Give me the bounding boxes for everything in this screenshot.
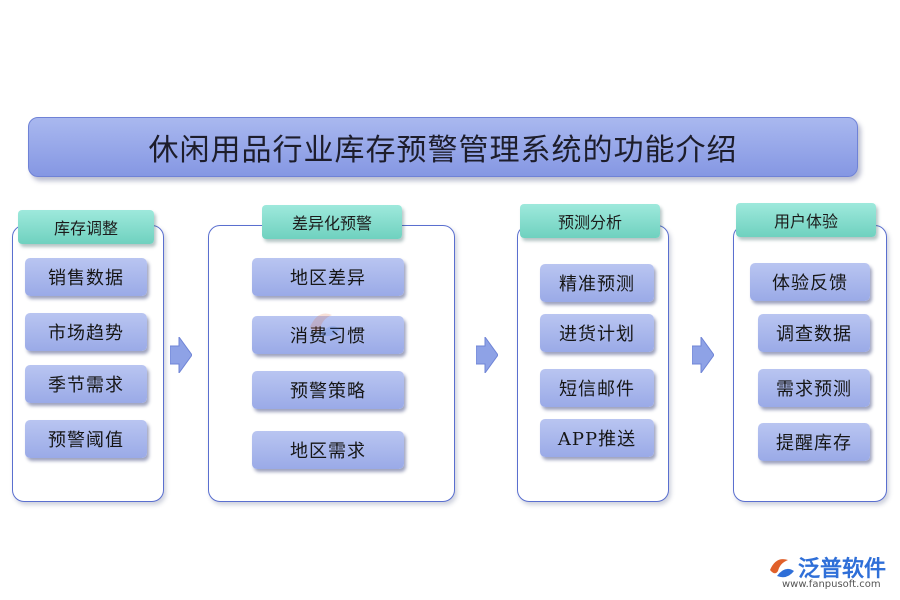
column-1-item-4: 预警阈值 <box>25 420 147 458</box>
column-1-item-3: 季节需求 <box>25 365 147 403</box>
column-2-item-4: 地区需求 <box>252 431 404 469</box>
column-header-3: 预测分析 <box>520 204 660 238</box>
column-3-item-4: APP推送 <box>540 419 654 457</box>
brand-url: www.fanpusoft.com <box>782 579 881 590</box>
column-4-item-3: 需求预测 <box>758 369 870 407</box>
column-3-item-3: 短信邮件 <box>540 369 654 407</box>
flow-arrow-1 <box>170 337 192 373</box>
brand-name: 泛普软件 <box>798 557 887 582</box>
column-4-item-4: 提醒库存 <box>758 423 870 461</box>
title-banner: 休闲用品行业库存预警管理系统的功能介绍 <box>28 117 858 177</box>
watermark-logo-icon <box>310 313 340 337</box>
flow-arrow-2 <box>476 337 498 373</box>
column-4-item-2: 调查数据 <box>758 314 870 352</box>
brand-logo-icon <box>770 559 794 578</box>
column-2-item-2: 消费习惯 <box>252 316 404 354</box>
column-3-item-2: 进货计划 <box>540 314 654 352</box>
column-header-4: 用户体验 <box>736 203 876 237</box>
column-2-item-1: 地区差异 <box>252 258 404 296</box>
column-4-item-1: 体验反馈 <box>750 263 870 301</box>
column-2-item-3: 预警策略 <box>252 371 404 409</box>
brand-logo: 泛普软件 www.fanpusoft.com <box>768 551 892 595</box>
diagram-title: 休闲用品行业库存预警管理系统的功能介绍 <box>148 133 738 168</box>
column-header-1: 库存调整 <box>18 210 154 244</box>
column-1-item-2: 市场趋势 <box>25 313 147 351</box>
flow-arrow-3 <box>692 337 714 373</box>
column-header-2: 差异化预警 <box>262 205 402 239</box>
column-3-item-1: 精准预测 <box>540 264 654 302</box>
column-1-item-1: 销售数据 <box>25 258 147 296</box>
